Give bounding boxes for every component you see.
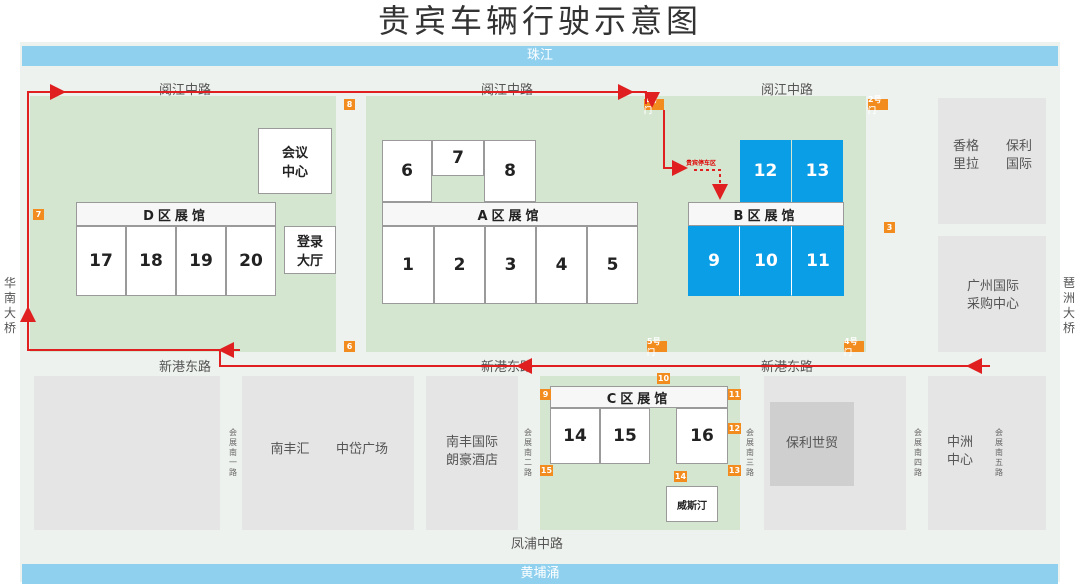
- road-huizhan-s1: 会展南一路: [229, 428, 237, 477]
- place-nanfeng-hui: 南丰汇: [270, 442, 310, 457]
- hall-5: 5: [587, 226, 638, 304]
- hall-20: 20: [226, 226, 276, 296]
- block-sw-2: [242, 376, 414, 530]
- gate-3: 3: [884, 222, 895, 233]
- hallbar-a: A区展馆: [382, 202, 638, 226]
- hall-13: 13: [792, 140, 843, 202]
- registration-hall: 登录大厅: [284, 226, 336, 274]
- westin-hotel: 威斯汀: [666, 486, 718, 522]
- hall-16: 16: [676, 408, 728, 464]
- hall-18: 18: [126, 226, 176, 296]
- gate-8: 8: [344, 99, 355, 110]
- hall-17: 17: [76, 226, 126, 296]
- place-poly-intl: 保利国际: [1005, 139, 1032, 172]
- vip-route-parking: [694, 169, 728, 200]
- gate-14: 14: [674, 471, 687, 482]
- road-huizhan-s2: 会展南二路: [524, 428, 532, 477]
- map-title: 贵宾车辆行驶示意图: [377, 2, 702, 40]
- hall-2: 2: [434, 226, 485, 304]
- place-poly-world-trade: 保利世贸: [785, 436, 838, 451]
- place-zhongzhou: 中洲中心: [946, 435, 973, 468]
- road-fengpu: 凤浦中路: [510, 537, 563, 552]
- block-ne-south: [938, 236, 1046, 352]
- place-nanfeng-langhao: 南丰国际朗豪酒店: [445, 435, 498, 468]
- gate-15: 15: [540, 465, 553, 476]
- conference-center: 会议中心: [258, 128, 332, 194]
- road-yuejiang-east: 阅江中路: [760, 83, 813, 98]
- road-xingang-west: 新港东路: [158, 360, 211, 375]
- hall-12: 12: [740, 140, 791, 202]
- block-se-2: [928, 376, 1046, 530]
- gate-11: 11: [728, 389, 741, 400]
- hall-10: 10: [740, 226, 792, 296]
- river-north: 珠江: [22, 46, 1058, 66]
- gate-10: 10: [657, 373, 670, 384]
- hall-8: 8: [484, 140, 536, 202]
- hall-9: 9: [688, 226, 740, 296]
- vip-parking-label: 贵宾停车区: [686, 160, 717, 167]
- hall-14: 14: [550, 408, 600, 464]
- hall-1: 1: [382, 226, 434, 304]
- hall-3: 3: [485, 226, 536, 304]
- poly-world-trade-building: [770, 402, 854, 486]
- hallbar-b: B区展馆: [688, 202, 844, 226]
- road-yuejiang-west: 阅江中路: [158, 83, 211, 98]
- gate-12: 12: [728, 423, 741, 434]
- road-huizhan-s5: 会展南五路: [995, 428, 1003, 477]
- hallbar-d: D区展馆: [76, 202, 276, 226]
- road-yuejiang-mid: 阅江中路: [480, 83, 533, 98]
- hall-15: 15: [600, 408, 650, 464]
- bridge-west: 华南大桥: [3, 276, 16, 335]
- gate-6: 6: [344, 341, 355, 352]
- place-gz-purchase: 广州国际采购中心: [966, 279, 1019, 312]
- gate-7: 7: [33, 209, 44, 220]
- hall-4: 4: [536, 226, 587, 304]
- river-south: 黄埔涌: [22, 564, 1058, 584]
- hall-7: 7: [432, 140, 484, 176]
- block-ne-north: [938, 98, 1046, 224]
- bridge-east: 琶洲大桥: [1062, 276, 1075, 335]
- block-sw-3: [426, 376, 518, 530]
- road-huizhan-s3: 会展南三路: [746, 428, 754, 477]
- road-xingang-east: 新港东路: [760, 360, 813, 375]
- vip-route-main: [20, 84, 990, 374]
- block-sw-1: [34, 376, 220, 530]
- place-zhongdai: 中岱广场: [335, 442, 388, 457]
- gate-13: 13: [728, 465, 741, 476]
- hall-19: 19: [176, 226, 226, 296]
- hall-6: 6: [382, 140, 432, 202]
- hallbar-c: C区展馆: [550, 386, 728, 408]
- gate-9: 9: [540, 389, 551, 400]
- road-huizhan-s4: 会展南四路: [914, 428, 922, 477]
- place-shangri-la: 香格里拉: [952, 139, 979, 172]
- hall-11: 11: [792, 226, 844, 296]
